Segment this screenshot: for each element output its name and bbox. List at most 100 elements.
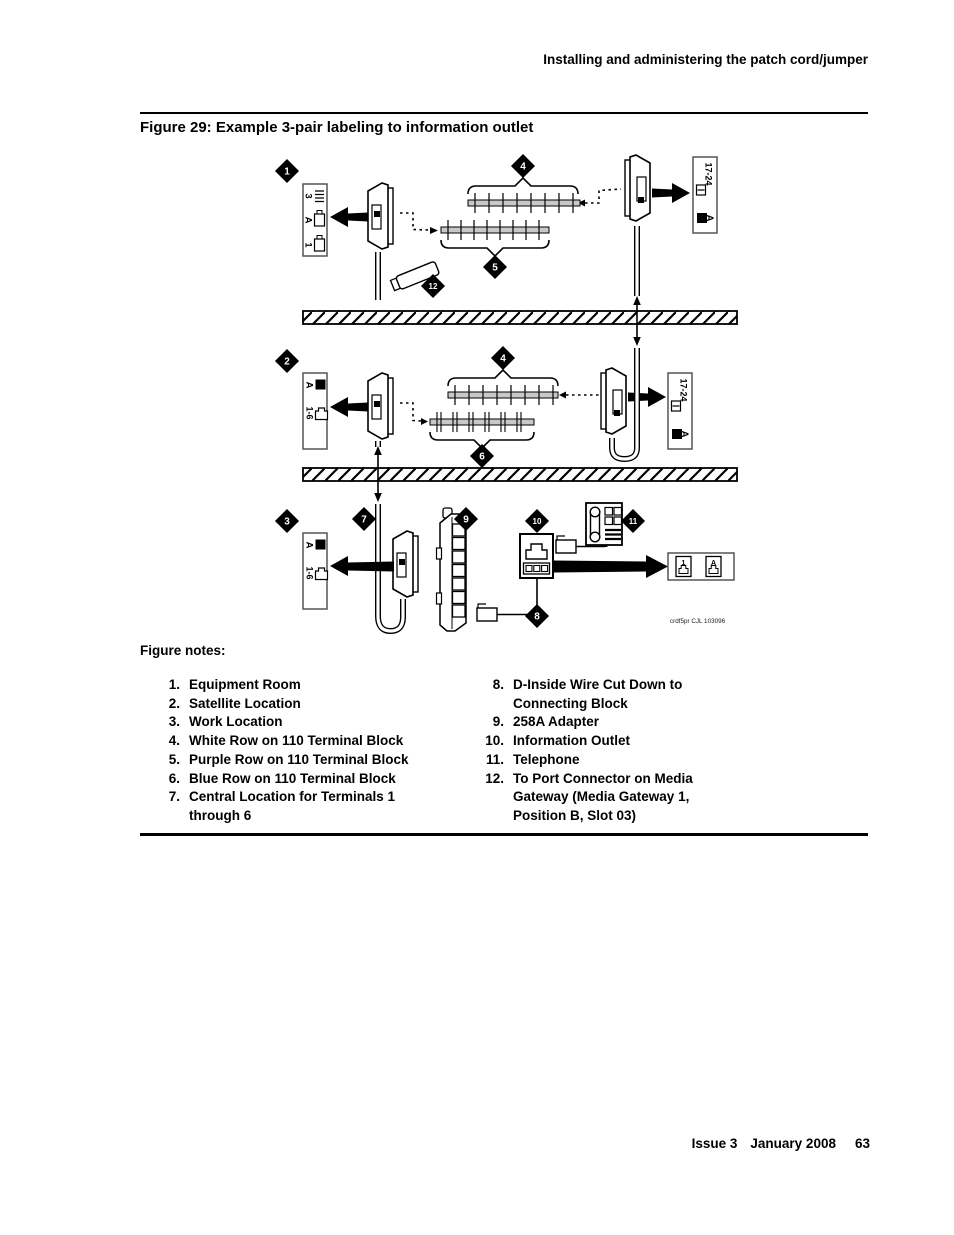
arrowhead-up — [374, 446, 382, 455]
item-number: 2. — [168, 695, 180, 711]
svg-text:10: 10 — [533, 517, 542, 526]
item-number: 12. — [485, 770, 504, 786]
header-rule — [140, 112, 868, 114]
equipment-right-label-strip — [692, 156, 718, 234]
figure-diagram: A 1-6 17-24 A 3 A — [274, 153, 738, 635]
list-item: 3. Work Location — [150, 713, 440, 732]
footer-date: January 2008 — [750, 1136, 836, 1151]
list-item: 12. To Port Connector on Media Gateway (M… — [474, 770, 734, 826]
list-item: 5.Purple Row on 110 Terminal Block — [150, 751, 440, 770]
floor-slab-upper — [302, 310, 738, 325]
figure-notes-right-column: 8. D-Inside Wire Cut Down to Connecting B… — [474, 676, 734, 826]
item-number: 4. — [168, 733, 180, 749]
list-item: 2.Satellite Location — [150, 695, 440, 714]
svg-text:8: 8 — [534, 612, 540, 623]
svg-text:7: 7 — [361, 515, 367, 526]
jumper-dashed-line — [400, 402, 422, 422]
strip-equipment-row1: 1 — [303, 242, 314, 248]
svg-text:4: 4 — [520, 162, 526, 173]
equipment-label-strip: 3 A 1 — [302, 183, 328, 257]
footer-issue: Issue 3 — [691, 1136, 738, 1151]
figure-notes-heading: Figure notes: — [140, 643, 226, 658]
item-text: Work Location — [189, 714, 283, 730]
svg-text:9: 9 — [463, 515, 469, 526]
strip-equipment-rowA: A — [303, 217, 314, 224]
list-item: 11.Telephone — [474, 751, 734, 770]
dashed-arrowhead — [578, 199, 585, 207]
label-pointer-arrow — [330, 556, 394, 576]
svg-text:11: 11 — [629, 517, 638, 526]
arrowhead-down — [633, 337, 641, 346]
item-number: 9. — [492, 714, 504, 730]
arrowhead-up — [633, 296, 641, 305]
callout-11: 11 — [620, 508, 646, 534]
satellite-label-strip — [302, 372, 329, 450]
white-row-110-block — [447, 385, 559, 405]
patch-cord-connector — [367, 182, 394, 250]
media-gateway-plug — [389, 261, 440, 292]
footer-rule — [140, 833, 868, 836]
list-item: 8. D-Inside Wire Cut Down to Connecting B… — [474, 676, 734, 713]
callout-12: 12 — [420, 273, 446, 299]
plug-icon — [313, 213, 326, 227]
patch-cord-connector — [624, 154, 651, 222]
callout-3: 3 — [274, 508, 300, 534]
work-location-section: 1 A crdf5pr CJL 103096 — [302, 502, 735, 635]
list-item: 9. 258A Adapter — [474, 713, 734, 732]
footer-page-number: 63 — [854, 1136, 870, 1151]
running-header: Installing and administering the patch c… — [543, 52, 868, 67]
dashed-arrowhead — [421, 418, 428, 425]
cable-core — [610, 348, 639, 461]
callout-6: 6 — [469, 443, 495, 469]
work-label-strip — [302, 532, 329, 610]
svg-text:4: 4 — [500, 354, 506, 365]
item-number: 6. — [168, 770, 180, 786]
callout-8: 8 — [524, 603, 550, 629]
modular-plug-icon — [476, 607, 498, 622]
callout-10: 10 — [524, 508, 550, 534]
rj-jack-icon — [678, 565, 689, 574]
callout-5: 5 — [482, 254, 508, 280]
list-item: 6. Blue Row on 110 Terminal Block — [150, 770, 440, 789]
outlet-jack-label-box: 1 A — [667, 552, 735, 581]
floor-slab-lower — [302, 467, 738, 482]
brace-bottom — [440, 239, 550, 258]
item-text: White Row on 110 Terminal Block — [189, 733, 404, 749]
rj-jack-icon — [525, 543, 548, 560]
label-pointer-arrow — [652, 183, 690, 203]
page-footer: Issue 3 January 2008 63 — [140, 1136, 870, 1151]
svg-text:1: 1 — [284, 167, 290, 178]
item-number: 8. — [492, 677, 504, 692]
patch-cord-connector — [392, 530, 419, 598]
item-text: 258A Adapter — [513, 714, 600, 730]
callout-2: 2 — [274, 348, 300, 374]
item-number: 3. — [168, 714, 180, 730]
list-item: 4. White Row on 110 Terminal Block — [150, 732, 440, 751]
list-item: 10.Information Outlet — [474, 732, 734, 751]
item-text: Central Location for Terminals 1 through… — [189, 789, 396, 823]
label-pointer-arrow — [628, 387, 666, 407]
rj-jack-icon — [708, 565, 719, 574]
callout-7: 7 — [351, 506, 377, 532]
d-inside-wire — [476, 578, 538, 622]
item-text: To Port Connector on Media Gateway (Medi… — [513, 770, 693, 823]
callout-4b: 4 — [490, 345, 516, 371]
list-item: 1.Equipment Room — [150, 676, 440, 695]
outlet-jack-a-label: A — [711, 560, 716, 567]
hash-lines-icon — [315, 190, 324, 203]
drawing-reference-caption: crdf5pr CJL 103096 — [670, 618, 726, 625]
blue-row-110-block — [429, 412, 535, 432]
plug-icon — [313, 238, 326, 252]
svg-text:3: 3 — [284, 517, 290, 528]
white-row-110-block — [467, 193, 581, 213]
item-text: D-Inside Wire Cut Down to Connecting Blo… — [513, 677, 683, 711]
callout-1: 1 — [274, 158, 300, 184]
item-text: Blue Row on 110 Terminal Block — [189, 770, 396, 786]
patch-cord-connector — [367, 372, 394, 440]
258a-adapter — [435, 507, 467, 632]
jumper-dashed-line — [585, 188, 622, 204]
svg-text:12: 12 — [429, 282, 438, 291]
item-text: Equipment Room — [189, 677, 301, 692]
callout-4: 4 — [510, 153, 536, 179]
